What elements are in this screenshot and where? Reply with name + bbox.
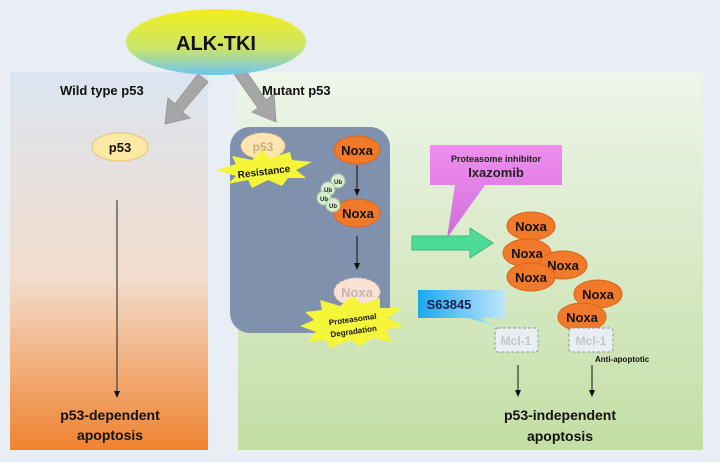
title: ALK-TKI xyxy=(176,33,256,55)
mcl1-label: Mcl-1 xyxy=(501,334,532,348)
callout-line2: Ixazomib xyxy=(468,165,524,180)
proteasome-inhibitor-callout xyxy=(430,145,562,238)
ub-circle xyxy=(330,173,346,189)
ub-label: Ub xyxy=(320,197,328,203)
degradation-burst xyxy=(300,296,404,348)
noxa-node-ubiquitinated xyxy=(333,198,381,228)
green-arrow xyxy=(411,227,494,259)
mutant-outcome-2: apoptosis xyxy=(527,428,593,444)
noxa-label: Noxa xyxy=(582,287,615,302)
noxa-node-top xyxy=(333,135,381,165)
ub-label: Ub xyxy=(329,204,337,210)
ub-label: Ub xyxy=(334,180,342,186)
noxa-label: Noxa xyxy=(341,143,374,158)
resistance-burst xyxy=(216,150,312,188)
mutant-heading: Mutant p53 xyxy=(262,83,331,98)
noxa-label: Noxa xyxy=(341,285,374,300)
noxa-label: Noxa xyxy=(547,258,580,273)
callout-line1: Proteasome inhibitor xyxy=(451,154,542,164)
arrow-to-wild-type xyxy=(164,73,209,125)
p53-node xyxy=(91,132,149,162)
p53-mutant-label: p53 xyxy=(253,140,274,154)
noxa-label: Noxa xyxy=(515,270,548,285)
noxa-label: Noxa xyxy=(566,310,599,325)
mcl1-box-1 xyxy=(494,327,539,353)
alk-tki-ellipse xyxy=(126,9,306,75)
mcl1-box-2 xyxy=(568,327,614,353)
noxa-label: Noxa xyxy=(342,206,375,221)
wild-type-heading: Wild type p53 xyxy=(60,83,144,98)
arrow-to-mutant xyxy=(233,67,277,123)
ub-label: Ub xyxy=(324,188,332,194)
wild-type-outcome-1: p53-dependent xyxy=(60,407,160,423)
ub-circle xyxy=(325,197,341,213)
ubiquitin-chain: Ub Ub Ub Ub xyxy=(316,173,346,213)
noxa-label: Noxa xyxy=(511,246,544,261)
wild-type-panel xyxy=(10,72,208,450)
s63845-callout xyxy=(418,290,505,326)
noxa-label: Noxa xyxy=(515,219,548,234)
noxa-cluster-node xyxy=(506,262,556,292)
s63845-label: S63845 xyxy=(427,297,472,312)
anti-apoptotic-label: Anti-apoptotic xyxy=(595,355,650,364)
mutant-outcome-1: p53-independent xyxy=(504,407,616,423)
wild-type-outcome-2: apoptosis xyxy=(77,427,143,443)
mcl1-label: Mcl-1 xyxy=(576,334,607,348)
p53-label: p53 xyxy=(109,140,131,155)
noxa-node-degraded xyxy=(333,277,381,307)
